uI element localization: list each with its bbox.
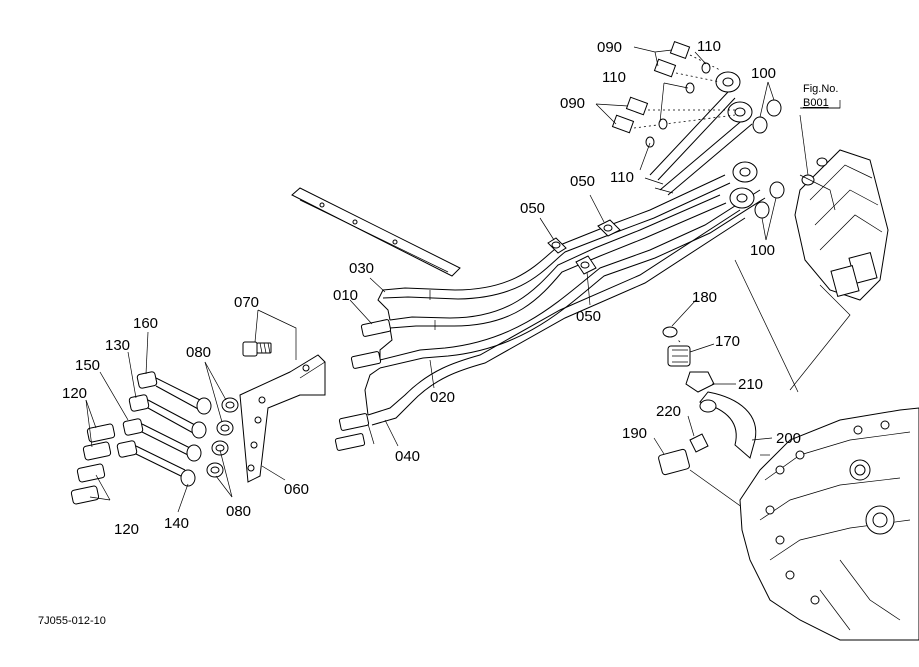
transmission-case — [739, 407, 919, 641]
figure-ref-label: Fig.No. — [803, 83, 838, 95]
leader-lines — [85, 46, 841, 513]
control-valve — [789, 149, 889, 391]
callout-220: 220 — [656, 403, 681, 420]
callout-080-top: 080 — [186, 344, 211, 361]
clamps-050 — [547, 219, 621, 275]
callout-100-low: 100 — [750, 242, 775, 259]
callout-160: 160 — [133, 315, 158, 332]
callout-110-mid: 110 — [602, 69, 626, 86]
callout-070: 070 — [234, 294, 259, 311]
callout-060: 060 — [284, 481, 309, 498]
callout-170: 170 — [715, 333, 740, 350]
pipe-fittings — [334, 319, 392, 451]
o-rings — [645, 62, 785, 219]
hydraulic-pipes — [367, 91, 766, 426]
banjo-eyes — [715, 71, 758, 209]
couplers — [70, 371, 212, 505]
callout-130: 130 — [105, 337, 130, 354]
callout-090-mid: 090 — [560, 95, 585, 112]
callout-120-top: 120 — [62, 385, 87, 402]
callout-090-top: 090 — [597, 39, 622, 56]
callout-180: 180 — [692, 289, 717, 306]
mounting-bar — [291, 187, 461, 277]
callout-080-bottom: 080 — [226, 503, 251, 520]
callout-190: 190 — [622, 425, 647, 442]
callout-210: 210 — [738, 376, 763, 393]
callout-100-top: 100 — [751, 65, 776, 82]
callout-110-top: 110 — [697, 38, 721, 55]
callout-030: 030 — [349, 260, 374, 277]
callout-140: 140 — [164, 515, 189, 532]
bracket-060 — [239, 354, 326, 483]
callout-020: 020 — [430, 389, 455, 406]
callout-050-left: 050 — [520, 200, 545, 217]
hose-assembly — [658, 259, 799, 521]
callout-200: 200 — [776, 430, 801, 447]
callout-150: 150 — [75, 357, 100, 374]
callout-040: 040 — [395, 448, 420, 465]
bolt-070 — [242, 341, 272, 357]
drawing-code: 7J055-012-10 — [38, 615, 106, 627]
callout-labels: 090 110 110 090 110 100 100 050 050 050 … — [38, 38, 840, 627]
banjo-bolts-090 — [611, 40, 736, 134]
callout-050-bottom: 050 — [576, 308, 601, 325]
callout-010: 010 — [333, 287, 358, 304]
nuts-080 — [206, 397, 239, 478]
callout-110-low: 110 — [610, 169, 634, 186]
pipe-ends-left — [364, 289, 393, 416]
figure-ref-number: B001 — [803, 97, 829, 109]
callout-050-right: 050 — [570, 173, 595, 190]
callout-120-bottom: 120 — [114, 521, 139, 538]
